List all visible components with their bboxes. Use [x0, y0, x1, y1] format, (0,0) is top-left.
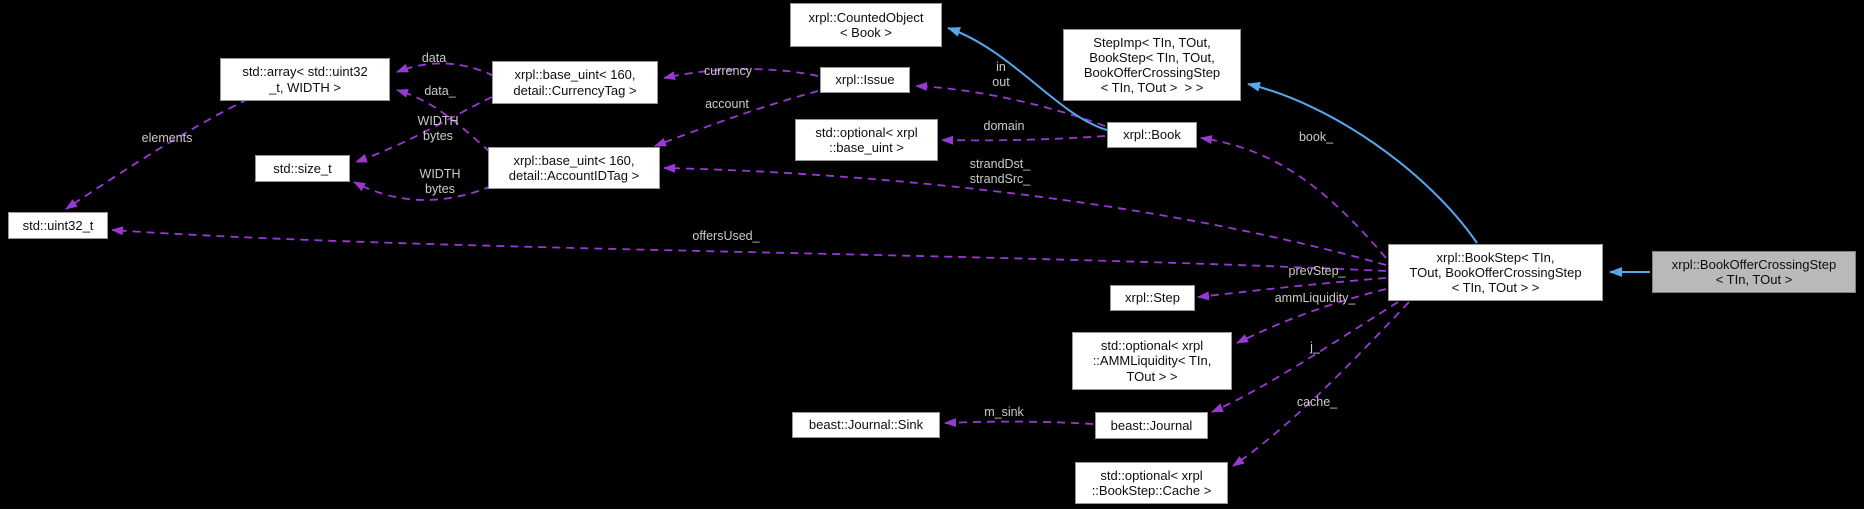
- edge-bookstep-inherits-stepimp: [1247, 81, 1478, 244]
- node-label: std::optional< xrpl ::BookStep::Cache >: [1091, 467, 1212, 498]
- node-label: std::optional< xrpl ::base_uint >: [815, 124, 918, 155]
- node-book-step[interactable]: xrpl::BookStep< TIn, TOut, BookOfferCros…: [1388, 244, 1603, 301]
- edge-label-book_: book_: [1298, 130, 1334, 144]
- edge-data_: [396, 89, 491, 153]
- edge-currency: [663, 68, 819, 81]
- edge-label-width-bytes-1: WIDTH bytes: [417, 114, 459, 143]
- node-uint32-t[interactable]: std::uint32_t: [8, 212, 108, 239]
- edge-width-bytes-2: [353, 181, 493, 201]
- node-label: StepImp< TIn, TOut, BookStep< TIn, TOut,…: [1083, 34, 1221, 96]
- node-base-uint-accountid[interactable]: xrpl::base_uint< 160, detail::AccountIDT…: [488, 147, 660, 189]
- node-label: xrpl::BookOfferCrossingStep < TIn, TOut …: [1671, 256, 1837, 287]
- node-std-array[interactable]: std::array< std::uint32 _t, WIDTH >: [220, 58, 390, 101]
- node-book[interactable]: xrpl::Book: [1107, 122, 1197, 148]
- edge-strand: [663, 163, 1387, 266]
- edge-label-prevstep: prevStep_: [1288, 264, 1346, 278]
- edge-label-j_: j_: [1310, 340, 1320, 354]
- edge-label-elements: elements: [141, 131, 193, 145]
- edge-label-data_: data_: [424, 84, 456, 98]
- node-optional-amm-liquidity[interactable]: std::optional< xrpl ::AMMLiquidity< TIn,…: [1072, 332, 1232, 390]
- edge-ammliquidity: [1236, 288, 1387, 344]
- edge-width-bytes-1: [355, 96, 493, 163]
- edge-label-width-bytes-2: WIDTH bytes: [419, 167, 461, 196]
- edge-label-offersused: offersUsed_: [692, 229, 760, 243]
- edge-data: [396, 62, 495, 77]
- node-label: beast::Journal::Sink: [808, 417, 924, 433]
- edge-account: [654, 90, 819, 147]
- edge-j_: [1211, 301, 1399, 413]
- edge-label-domain: domain: [983, 119, 1025, 133]
- node-issue[interactable]: xrpl::Issue: [820, 67, 910, 93]
- node-step-imp[interactable]: StepImp< TIn, TOut, BookStep< TIn, TOut,…: [1063, 29, 1241, 101]
- node-label: xrpl::BookStep< TIn, TOut, BookOfferCros…: [1409, 249, 1582, 296]
- node-label: xrpl::Book: [1123, 127, 1181, 143]
- edge-label-cache_: cache_: [1296, 395, 1338, 409]
- edge-domain: [941, 135, 1106, 145]
- edge-label-in-out: in out: [992, 60, 1010, 89]
- edge-label-currency: currency: [704, 64, 752, 78]
- node-book-offer-crossing-step: xrpl::BookOfferCrossingStep < TIn, TOut …: [1652, 251, 1856, 293]
- node-journal-sink[interactable]: beast::Journal::Sink: [792, 412, 940, 438]
- edge-label-data: data: [421, 51, 447, 65]
- node-label: xrpl::Issue: [835, 72, 895, 88]
- edge-in-out: [915, 81, 1106, 127]
- node-label: xrpl::base_uint< 160, detail::AccountIDT…: [508, 152, 640, 183]
- node-label: std::size_t: [273, 160, 332, 176]
- edge-cache_: [1232, 301, 1410, 467]
- node-base-uint-currency[interactable]: xrpl::base_uint< 160, detail::CurrencyTa…: [492, 61, 658, 104]
- node-label: beast::Journal: [1110, 417, 1193, 433]
- edge-label-strand: strandDst_ strandSrc_: [969, 157, 1031, 186]
- node-label: xrpl::CountedObject < Book >: [808, 9, 924, 40]
- node-label: xrpl::Step: [1125, 290, 1180, 306]
- node-counted-object[interactable]: xrpl::CountedObject < Book >: [790, 3, 942, 47]
- edge-book_: [1200, 135, 1387, 259]
- edge-label-account: account: [705, 97, 749, 111]
- node-size-t[interactable]: std::size_t: [255, 155, 350, 182]
- node-label: std::array< std::uint32 _t, WIDTH >: [242, 64, 368, 95]
- node-optional-base-uint[interactable]: std::optional< xrpl ::base_uint >: [795, 119, 938, 161]
- node-journal[interactable]: beast::Journal: [1095, 412, 1208, 439]
- node-label: std::optional< xrpl ::AMMLiquidity< TIn,…: [1092, 338, 1212, 384]
- node-label: xrpl::base_uint< 160, detail::CurrencyTa…: [513, 67, 637, 98]
- node-step[interactable]: xrpl::Step: [1110, 285, 1195, 311]
- edge-prevstep: [1197, 277, 1387, 301]
- node-optional-bookstep-cache[interactable]: std::optional< xrpl ::BookStep::Cache >: [1075, 462, 1228, 504]
- edge-label-m-sink: m_sink: [984, 405, 1024, 419]
- edge-label-ammliquidity: ammLiquidity_: [1274, 291, 1356, 305]
- edge-book-inherits-countedobject: [947, 27, 1108, 131]
- edge-elements: [65, 98, 249, 210]
- node-label: std::uint32_t: [22, 217, 94, 233]
- edge-offersused: [111, 226, 1387, 272]
- edge-m-sink: [944, 418, 1094, 428]
